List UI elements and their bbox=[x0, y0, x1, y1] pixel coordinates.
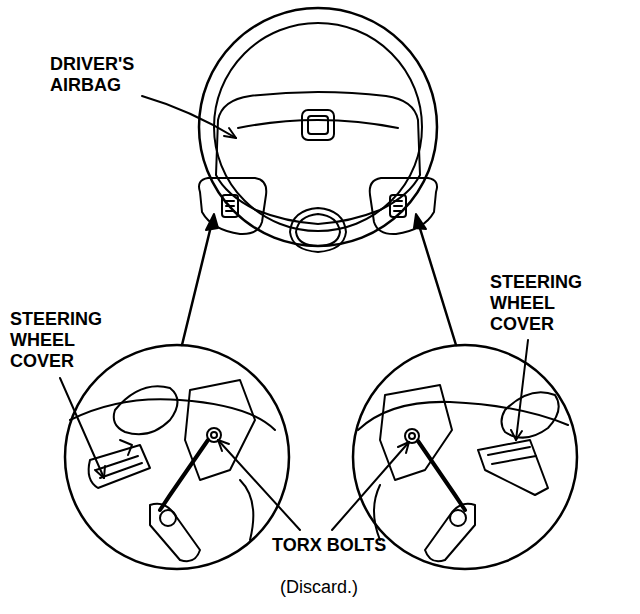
note-label: (Discard.) bbox=[280, 577, 358, 598]
part-label: STEERING WHEEL COVER bbox=[10, 309, 102, 372]
part-label: STEERING WHEEL COVER bbox=[490, 272, 582, 335]
part-label: DRIVER'S AIRBAG bbox=[50, 54, 134, 96]
part-label: TORX BOLTS bbox=[272, 535, 386, 556]
